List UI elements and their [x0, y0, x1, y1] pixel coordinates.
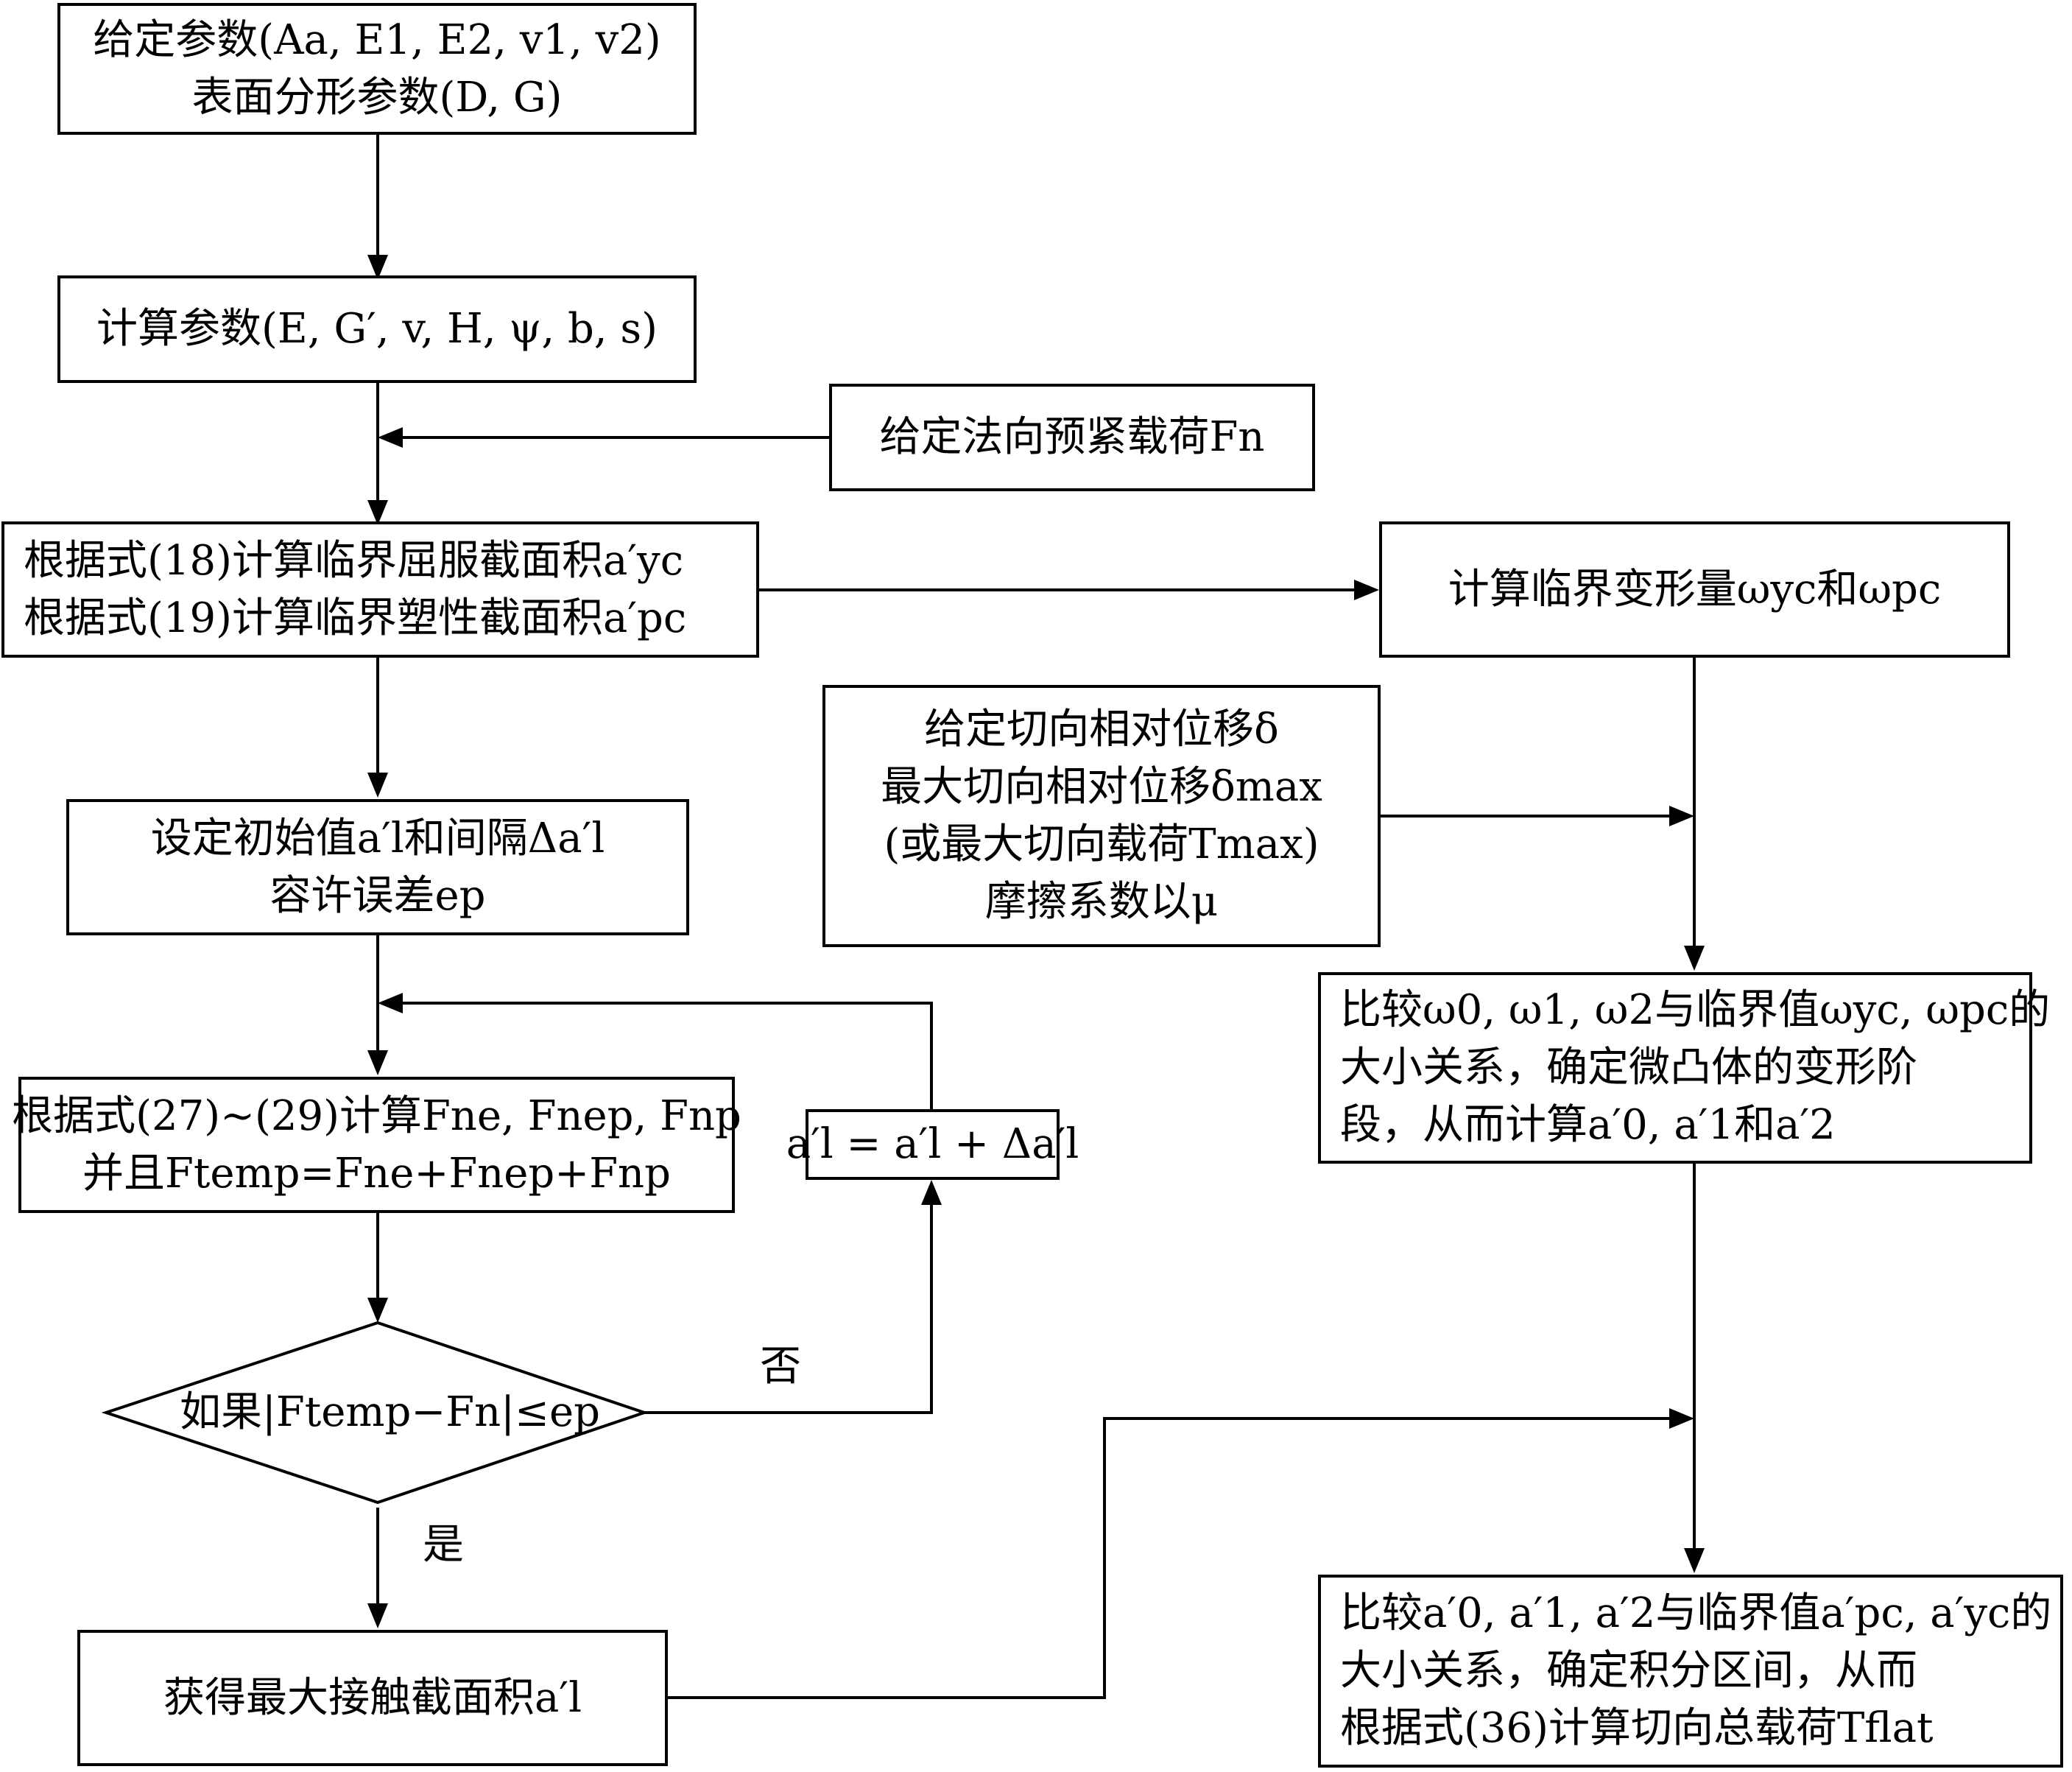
compare-omega-box: 比较ω0, ω1, ω2与临界值ωyc, ωpc的 大小关系，确定微凸体的变形阶…	[1318, 972, 2050, 1164]
tangential-input-line2: 最大切向相对位移δmax	[881, 763, 1322, 811]
critical-areas-line1: 根据式(18)计算临界屈服截面积a′yc	[24, 536, 684, 585]
max-area-box: 获得最大接触截面积a′l	[77, 1630, 668, 1766]
decision-text: 如果|Ftemp−Fn|≤ep	[180, 1388, 600, 1436]
arrow-maxarea-to-right	[668, 1417, 1688, 1699]
tangential-input-line3: (或最大切向载荷Tmax)	[884, 820, 1319, 868]
update-a-line1: a′l = a′l + Δa′l	[786, 1120, 1079, 1168]
critical-deform-line1: 计算临界变形量ωyc和ωpc	[1448, 565, 1942, 613]
given-params-line1: 给定参数(Aa, E1, E2, v1, v2)	[93, 15, 661, 64]
arrowhead-compare-a	[1684, 1548, 1705, 1573]
arrowhead-critical	[367, 500, 388, 525]
compare-a-line2: 大小关系，确定积分区间，从而	[1340, 1647, 1917, 1695]
arrowhead-init	[367, 773, 388, 798]
arrowhead-tangential	[1669, 806, 1694, 826]
critical-areas-line2: 根据式(19)计算临界塑性截面积a′pc	[24, 594, 687, 642]
normal-load-line1: 给定法向预紧载荷Fn	[879, 413, 1265, 461]
compare-omega-line1: 比较ω0, ω1, ω2与临界值ωyc, ωpc的	[1340, 986, 2051, 1034]
arrowhead-update	[921, 1180, 942, 1205]
init-values-line1: 设定初始值a′l和间隔Δa′l	[150, 814, 605, 862]
critical-deform-box: 计算临界变形量ωyc和ωpc	[1379, 521, 2010, 658]
arrowhead-compare-omega	[1684, 946, 1705, 971]
init-values-box: 设定初始值a′l和间隔Δa′l 容许误差ep	[66, 799, 689, 935]
arrow-decision-no	[644, 1186, 933, 1414]
max-area-line1: 获得最大接触截面积a′l	[163, 1673, 582, 1722]
compare-a-line1: 比较a′0, a′1, a′2与临界值a′pc, a′yc的	[1340, 1589, 2052, 1637]
given-params-line2: 表面分形参数(D, G)	[191, 73, 563, 122]
update-a-box: a′l = a′l + Δa′l	[786, 1109, 1079, 1180]
arrowhead-deform	[1354, 580, 1379, 600]
calc-params-line1: 计算参数(E, G′, v, H, ψ, b, s)	[96, 305, 658, 353]
normal-load-box: 给定法向预紧载荷Fn	[829, 384, 1315, 491]
arrowhead-forces	[367, 1050, 388, 1075]
tangential-input-box: 给定切向相对位移δ 最大切向相对位移δmax (或最大切向载荷Tmax) 摩擦系…	[822, 685, 1381, 947]
arrowhead-decision	[367, 1298, 388, 1323]
edge-label-yes: 是	[423, 1521, 464, 1569]
critical-areas-box: 根据式(18)计算临界屈服截面积a′yc 根据式(19)计算临界塑性截面积a′p…	[1, 521, 759, 658]
calc-params-box: 计算参数(E, G′, v, H, ψ, b, s)	[57, 275, 697, 383]
decision-diamond	[101, 1321, 649, 1505]
compare-a-line3: 根据式(36)计算切向总载荷Tflat	[1340, 1704, 1934, 1752]
edge-label-no: 否	[760, 1343, 801, 1390]
arrowheads	[367, 255, 1705, 1628]
arrowhead-loop	[378, 993, 403, 1013]
init-values-line2: 容许误差ep	[269, 871, 486, 920]
arrowhead-load	[378, 427, 403, 448]
compare-omega-line2: 大小关系，确定微凸体的变形阶	[1340, 1044, 1917, 1091]
compare-omega-line3: 段，从而计算a′0, a′1和a′2	[1340, 1101, 1836, 1149]
arrowhead-calc	[367, 255, 388, 280]
compare-a-box: 比较a′0, a′1, a′2与临界值a′pc, a′yc的 大小关系，确定积分…	[1318, 1575, 2063, 1768]
tangential-input-line1: 给定切向相对位移δ	[924, 706, 1279, 753]
given-params-box: 给定参数(Aa, E1, E2, v1, v2) 表面分形参数(D, G)	[57, 3, 697, 135]
arrowhead-maxarea-right	[1669, 1408, 1694, 1429]
arrowhead-maxarea	[367, 1603, 388, 1628]
loop-back-line	[384, 1002, 933, 1109]
compute-forces-box: 根据式(27)~(29)计算Fne, Fnep, Fnp 并且Ftemp=Fne…	[12, 1077, 741, 1213]
compute-forces-line2: 并且Ftemp=Fne+Fnep+Fnp	[82, 1149, 671, 1198]
compute-forces-line1: 根据式(27)~(29)计算Fne, Fnep, Fnp	[12, 1091, 741, 1140]
tangential-input-line4: 摩擦系数以μ	[984, 878, 1219, 926]
